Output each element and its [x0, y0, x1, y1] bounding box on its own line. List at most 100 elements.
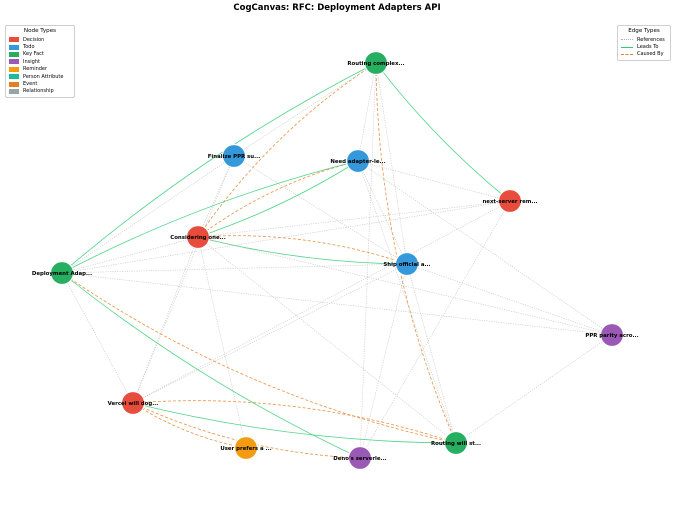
node-circle[interactable] — [233, 435, 259, 461]
edge-references-25 — [132, 236, 199, 404]
edge-references-28 — [197, 236, 613, 336]
legend-line-swatch — [621, 46, 633, 48]
node-legend-item-key-fact: Key Fact — [6, 51, 74, 58]
legend-label: Caused By — [637, 51, 664, 58]
edge-caused-by-39 — [132, 400, 457, 444]
legend-label: Leads To — [637, 44, 659, 51]
edge-references-6 — [375, 62, 408, 265]
edge-references-36 — [406, 263, 457, 444]
node-label: Ship official a... — [383, 262, 430, 268]
node-next-server[interactable]: next-server rem... — [482, 188, 538, 214]
edge-caused-by-2 — [197, 62, 377, 238]
legend-label: Relationship — [23, 88, 54, 95]
edge-references-24 — [61, 236, 199, 274]
edge-references-42 — [455, 334, 613, 444]
legend-swatch — [9, 66, 19, 72]
node-circle[interactable] — [185, 224, 211, 250]
legend-label: Key Fact — [23, 51, 44, 58]
legend-label: References — [637, 36, 665, 43]
node-routing-will[interactable]: Routing will st... — [431, 430, 481, 456]
node-circle[interactable] — [443, 430, 469, 456]
node-user-prefers[interactable]: User prefers a ... — [220, 435, 272, 461]
legend-swatch — [9, 44, 19, 50]
edge-leads-to-0 — [375, 62, 511, 202]
legend-label: Decision — [23, 36, 45, 43]
node-legend-item-event: Event — [6, 80, 74, 87]
node-layer: Routing complex... Finalize PPR su... Need… — [32, 50, 639, 471]
edge-references-37 — [359, 263, 408, 459]
edge-references-26 — [197, 236, 247, 449]
edge-references-7 — [359, 62, 377, 459]
legend-swatch — [9, 51, 19, 57]
edge-references-33 — [61, 272, 134, 404]
node-circle[interactable] — [394, 251, 420, 277]
node-circle[interactable] — [345, 148, 371, 174]
edge-references-35 — [132, 263, 408, 404]
node-label: Finalize PPR su... — [208, 154, 261, 160]
legend-line-swatch — [621, 53, 633, 55]
node-label: Need adapter-le... — [330, 159, 385, 165]
node-legend-item-relationship: Relationship — [6, 88, 74, 95]
edge-legend-item-leads-to: Leads To — [618, 43, 670, 50]
node-finalize-ppr[interactable]: Finalize PPR su... — [208, 143, 261, 169]
node-label: next-server rem... — [482, 199, 537, 205]
edge-references-9 — [197, 155, 235, 238]
edge-legend-item-references: References — [618, 36, 670, 43]
legend-swatch — [9, 59, 19, 65]
node-label: Deployment Adap... — [32, 271, 92, 277]
legend-label: Reminder — [23, 66, 48, 73]
node-considering-one[interactable]: Considering one... — [170, 224, 226, 250]
node-legend-item-person-attribute: Person Attribute — [6, 73, 74, 80]
node-label: Vercel will dog... — [108, 401, 159, 407]
edge-leads-to-1 — [61, 62, 377, 274]
node-circle[interactable] — [599, 322, 625, 348]
edge-references-11 — [132, 155, 235, 404]
node-legend-item-decision: Decision — [6, 36, 74, 43]
edge-references-20 — [132, 200, 511, 404]
node-label: Considering one... — [170, 235, 226, 241]
node-vercel-will[interactable]: Vercel will dog... — [108, 390, 159, 416]
edge-caused-by-40 — [132, 402, 247, 449]
edge-references-21 — [359, 200, 511, 459]
legend-label: Person Attribute — [23, 73, 64, 80]
edge-legend-item-caused-by: Caused By — [618, 51, 670, 58]
node-circle[interactable] — [120, 390, 146, 416]
node-denos-serverle[interactable]: Deno's serverle... — [333, 445, 387, 471]
edge-references-16 — [357, 160, 408, 265]
edge-references-29 — [61, 263, 408, 274]
legend-label: Insight — [23, 58, 40, 65]
node-circle[interactable] — [347, 445, 373, 471]
legend-swatch — [9, 88, 19, 94]
node-ship-official[interactable]: Ship official a... — [383, 251, 431, 277]
edge-legend-title: Edge Types — [628, 28, 660, 34]
edge-caused-by-12 — [197, 160, 359, 238]
legend-swatch — [9, 74, 19, 80]
node-circle[interactable] — [497, 188, 523, 214]
legend-swatch — [9, 81, 19, 87]
node-label: Deno's serverle... — [333, 456, 386, 462]
edge-references-15 — [357, 160, 511, 202]
edge-references-8 — [61, 155, 235, 274]
node-circle[interactable] — [221, 143, 247, 169]
node-deployment-adap[interactable]: Deployment Adap... — [32, 260, 92, 286]
node-routing-complex[interactable]: Routing complex... — [347, 50, 405, 76]
graph-title: CogCanvas: RFC: Deployment Adapters API — [233, 3, 441, 13]
node-ppr-parity[interactable]: PPR parity acro... — [585, 322, 639, 348]
node-label: Routing will st... — [431, 441, 481, 447]
node-circle[interactable] — [363, 50, 389, 76]
node-label: PPR parity acro... — [585, 333, 638, 339]
node-circle[interactable] — [49, 260, 75, 286]
node-legend-item-insight: Insight — [6, 58, 74, 65]
edge-references-17 — [357, 160, 457, 444]
edge-references-4 — [233, 62, 377, 157]
edge-references-43 — [357, 160, 613, 336]
legend-swatch — [9, 37, 19, 43]
edge-references-32 — [61, 272, 613, 336]
node-need-adapter[interactable]: Need adapter-le... — [330, 148, 386, 174]
edge-references-18 — [197, 200, 511, 238]
edge-leads-to-13 — [197, 160, 359, 238]
